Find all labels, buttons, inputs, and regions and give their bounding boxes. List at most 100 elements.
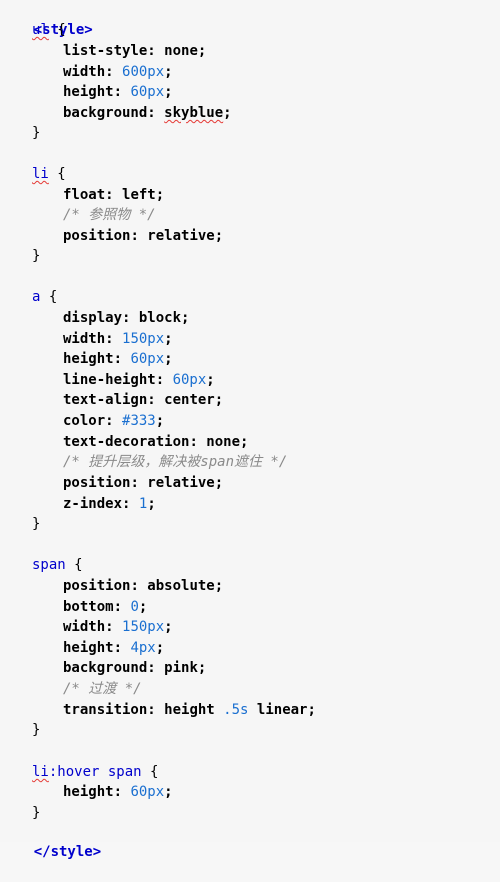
- a-position-line: position: relative;: [63, 475, 224, 491]
- code-editor: <style> ul { list-style: none; width: 60…: [0, 0, 316, 860]
- li-selector-line: li {: [32, 164, 66, 184]
- span-bg-prop: background: [63, 660, 148, 676]
- span-height-num: 4px: [130, 640, 156, 656]
- hover-brace-close: }: [32, 805, 41, 821]
- hover-height-prop: height: [63, 784, 114, 800]
- span-bottom-num: 0: [130, 599, 139, 615]
- a-lh-line: line-height: 60px;: [63, 372, 215, 388]
- ul-selector: ul: [32, 22, 49, 38]
- li-comment-line: /* 参照物 */: [63, 205, 156, 225]
- span-bottom-prop: bottom: [63, 599, 114, 615]
- a-td-prop: text-decoration: [63, 434, 190, 450]
- a-comment-line: /* 提升层级，解决被span遮住 */: [63, 452, 287, 472]
- a-color-prop: color: [63, 413, 106, 429]
- ul-brace-open: {: [57, 22, 66, 38]
- ul-bg-line: background: skyblue;: [63, 105, 232, 121]
- a-selector: a: [32, 289, 41, 305]
- a-position-prop: position: [63, 475, 131, 491]
- a-width-prop: width: [63, 331, 106, 347]
- li-comment: /* 参照物 */: [63, 207, 156, 223]
- li-selector: li: [32, 166, 49, 182]
- ul-bg-val: skyblue: [164, 105, 224, 121]
- ul-height-num: 60px: [130, 84, 165, 100]
- style-close-line: </style>: [0, 822, 101, 860]
- a-ta-prop: text-align: [63, 392, 148, 408]
- li-float-val: left: [122, 187, 156, 203]
- hover-height-line: height: 60px;: [63, 784, 173, 800]
- span-position-prop: position: [63, 578, 131, 594]
- span-selector-line: span {: [32, 555, 83, 575]
- span-height-line: height: 4px;: [63, 640, 165, 656]
- span-height-prop: height: [63, 640, 114, 656]
- a-display-line: display: block;: [63, 310, 190, 326]
- a-brace-close: }: [32, 516, 41, 532]
- ul-width-num: 600px: [122, 64, 165, 80]
- style-close-tag: </style>: [33, 844, 102, 860]
- style-open-tag: <style>: [33, 22, 93, 38]
- style-open-line: <style>: [0, 0, 93, 38]
- li-brace-close-line: }: [32, 246, 40, 266]
- ul-brace-close: }: [32, 125, 41, 141]
- li-brace-open: {: [57, 166, 66, 182]
- a-brace-open: {: [48, 289, 58, 305]
- a-z-prop: z-index: [63, 496, 123, 512]
- a-lh-prop: line-height: [63, 372, 156, 388]
- li-float-prop: float: [63, 187, 106, 203]
- li-position-val: relative: [147, 228, 215, 244]
- a-color-num: #333: [122, 413, 156, 429]
- a-td-val: none: [206, 434, 241, 450]
- a-selector-line: a {: [32, 287, 57, 307]
- a-height-num: 60px: [130, 351, 165, 367]
- span-transition-line: transition: height .5s linear;: [63, 702, 316, 718]
- a-z-num: 1: [138, 496, 148, 512]
- hover-height-num: 60px: [130, 784, 165, 800]
- li-position-prop: position: [63, 228, 131, 244]
- span-brace-close-line: }: [32, 720, 40, 740]
- ul-height-prop: height: [63, 84, 114, 100]
- hover-brace-close-line: }: [32, 803, 40, 823]
- li-brace-close: }: [32, 248, 41, 264]
- ul-height-line: height: 60px;: [63, 84, 173, 100]
- span-brace-open: {: [74, 557, 83, 573]
- ul-list-style-val: none: [164, 43, 198, 59]
- span-bg-line: background: pink;: [63, 660, 207, 676]
- ul-selector-line: ul {: [32, 20, 66, 40]
- hover-selector-rest: :hover span: [48, 764, 142, 780]
- li-float-line: float: left;: [63, 187, 165, 203]
- span-transition-prop: transition: [63, 702, 148, 718]
- a-display-prop: display: [63, 310, 123, 326]
- ul-list-style-prop: list-style: [63, 43, 148, 59]
- a-comment: /* 提升层级，解决被span遮住 */: [63, 454, 288, 470]
- li-position-line: position: relative;: [63, 228, 224, 244]
- ul-width-prop: width: [63, 64, 106, 80]
- hover-selector-line: li:hover span {: [32, 762, 158, 782]
- a-height-prop: height: [63, 351, 114, 367]
- span-transition-num: .5s: [223, 702, 249, 718]
- span-position-line: position: absolute;: [63, 578, 224, 594]
- a-td-line: text-decoration: none;: [63, 434, 249, 450]
- a-height-line: height: 60px;: [63, 351, 173, 367]
- span-transition-val-a: height: [164, 702, 215, 718]
- a-width-num: 150px: [122, 331, 165, 347]
- ul-brace-close-line: }: [32, 123, 40, 143]
- span-width-line: width: 150px;: [63, 619, 173, 635]
- a-color-line: color: #333;: [63, 413, 165, 429]
- a-display-val: block: [138, 310, 182, 326]
- span-brace-close: }: [32, 722, 41, 738]
- a-brace-close-line: }: [32, 514, 40, 534]
- a-width-line: width: 150px;: [63, 331, 173, 347]
- span-position-val: absolute: [147, 578, 215, 594]
- span-bottom-line: bottom: 0;: [63, 599, 148, 615]
- hover-brace-open: {: [150, 764, 159, 780]
- span-width-prop: width: [63, 619, 106, 635]
- ul-width-line: width: 600px;: [63, 64, 173, 80]
- hover-selector-li: li: [32, 764, 49, 780]
- span-bg-val: pink: [164, 660, 198, 676]
- a-ta-val: center: [164, 392, 215, 408]
- a-lh-num: 60px: [172, 372, 207, 388]
- ul-bg-prop: background: [63, 105, 148, 121]
- a-z-line: z-index: 1;: [63, 496, 156, 512]
- a-ta-line: text-align: center;: [63, 392, 224, 408]
- span-selector: span: [32, 557, 66, 573]
- span-comment: /* 过渡 */: [63, 681, 142, 697]
